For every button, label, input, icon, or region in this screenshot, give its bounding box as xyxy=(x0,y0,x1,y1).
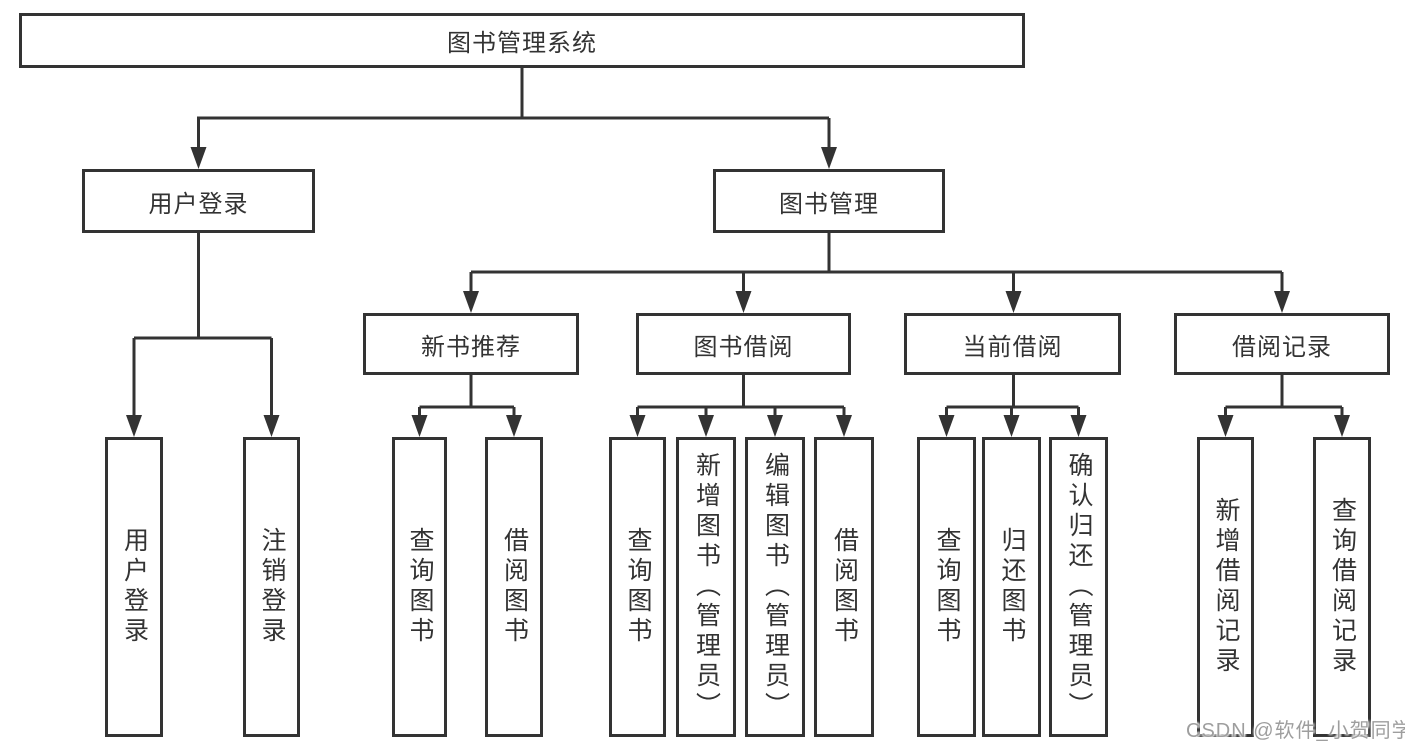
node-library-management-system-label: 图书管理系统 xyxy=(447,30,597,57)
leaf-borrow-books: 借阅图书 xyxy=(814,437,874,737)
leaf-query-borrow-record-label: 查询借阅记录 xyxy=(1328,497,1357,677)
node-book-borrow-label: 图书借阅 xyxy=(693,333,794,361)
leaf-edit-book-admin-label: 编辑图书（管理员） xyxy=(761,452,790,722)
node-book-management-label: 图书管理 xyxy=(779,190,879,218)
leaf-query-books-recommend: 查询图书 xyxy=(392,437,447,737)
leaf-confirm-return-admin: 确认归还（管理员） xyxy=(1049,437,1108,737)
arrowheads xyxy=(126,147,1350,437)
node-library-management-system: 图书管理系统 xyxy=(19,13,1025,68)
node-new-book-recommend-label: 新书推荐 xyxy=(421,333,521,361)
node-current-borrow: 当前借阅 xyxy=(904,313,1121,375)
node-book-management: 图书管理 xyxy=(713,169,945,233)
leaf-add-borrow-record-label: 新增借阅记录 xyxy=(1212,497,1240,677)
leaf-add-borrow-record: 新增借阅记录 xyxy=(1197,437,1254,737)
leaf-return-books-label: 归还图书 xyxy=(998,527,1026,647)
node-user-login: 用户登录 xyxy=(82,169,315,233)
leaf-logout: 注销登录 xyxy=(243,437,300,737)
leaf-query-books-current-label: 查询图书 xyxy=(933,527,961,647)
leaf-query-books-borrow-label: 查询图书 xyxy=(624,527,652,647)
leaf-query-books-current: 查询图书 xyxy=(917,437,976,737)
csdn-watermark: CSDN @软件_小贺同学 xyxy=(1186,720,1405,742)
leaf-return-books: 归还图书 xyxy=(982,437,1041,737)
connector-segments xyxy=(132,68,1344,418)
leaf-query-borrow-record: 查询借阅记录 xyxy=(1313,437,1371,737)
leaf-add-book-admin: 新增图书（管理员） xyxy=(676,437,736,737)
leaf-borrow-books-recommend-label: 借阅图书 xyxy=(500,527,529,647)
leaf-query-books-recommend-label: 查询图书 xyxy=(406,527,434,647)
node-user-login-label: 用户登录 xyxy=(148,190,249,218)
leaf-query-books-borrow: 查询图书 xyxy=(609,437,666,737)
leaf-confirm-return-admin-label: 确认归还（管理员） xyxy=(1065,452,1093,722)
node-borrow-records: 借阅记录 xyxy=(1174,313,1390,375)
leaf-borrow-books-recommend: 借阅图书 xyxy=(485,437,543,737)
leaf-edit-book-admin: 编辑图书（管理员） xyxy=(745,437,805,737)
leaf-add-book-admin-label: 新增图书（管理员） xyxy=(692,452,721,722)
node-current-borrow-label: 当前借阅 xyxy=(962,333,1063,361)
leaf-borrow-books-label: 借阅图书 xyxy=(830,527,859,647)
leaf-user-login: 用户登录 xyxy=(105,437,163,737)
node-borrow-records-label: 借阅记录 xyxy=(1232,333,1332,361)
leaf-user-login-label: 用户登录 xyxy=(120,527,149,647)
node-new-book-recommend: 新书推荐 xyxy=(363,313,579,375)
node-book-borrow: 图书借阅 xyxy=(636,313,851,375)
leaf-logout-label: 注销登录 xyxy=(258,527,286,647)
